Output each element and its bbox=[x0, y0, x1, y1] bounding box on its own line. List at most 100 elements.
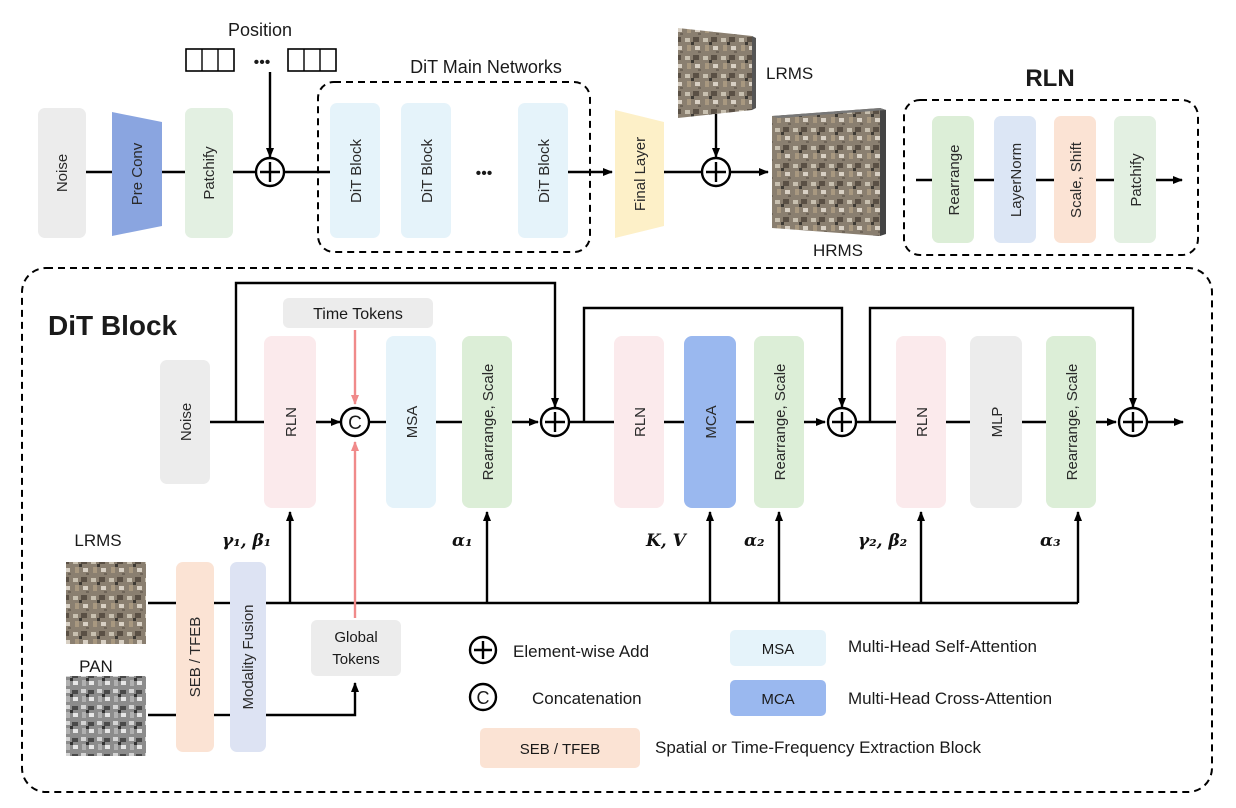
svg-text:Scale, Shift: Scale, Shift bbox=[1068, 141, 1085, 218]
rearrange-scale-box-1: Rearrange, Scale bbox=[462, 336, 512, 508]
condition-bus bbox=[148, 511, 1082, 717]
svg-text:DiT Block: DiT Block bbox=[348, 139, 365, 203]
svg-text:Time Tokens: Time Tokens bbox=[313, 306, 403, 323]
position-embedding-tokens-right bbox=[287, 48, 337, 72]
svg-text:MLP: MLP bbox=[989, 407, 1006, 438]
pre-conv-box: Pre Conv bbox=[112, 112, 162, 236]
rln-box-3: RLN bbox=[896, 336, 946, 508]
svg-text:Rearrange, Scale: Rearrange, Scale bbox=[772, 364, 789, 481]
svg-text:Patchify: Patchify bbox=[1128, 153, 1145, 207]
top-patchify-box: Patchify bbox=[185, 108, 233, 238]
position-embedding-tokens-left bbox=[185, 48, 235, 72]
add-icon-2 bbox=[826, 406, 858, 438]
legend-msa-box: MSA bbox=[730, 630, 826, 666]
legend-mca-box: MCA bbox=[730, 680, 826, 716]
top-lrms-label: LRMS bbox=[766, 64, 813, 83]
alpha3-label: α₃ bbox=[1040, 531, 1061, 551]
residual-path-2 bbox=[582, 306, 846, 422]
svg-text:Modality Fusion: Modality Fusion bbox=[240, 604, 257, 709]
svg-text:MCA: MCA bbox=[703, 405, 720, 438]
residual-path-3 bbox=[868, 306, 1137, 422]
svg-text:Rearrange, Scale: Rearrange, Scale bbox=[1064, 364, 1081, 481]
modality-fusion-box: Modality Fusion bbox=[230, 562, 266, 752]
svg-text:DiT Block: DiT Block bbox=[536, 139, 553, 203]
svg-text:LayerNorm: LayerNorm bbox=[1008, 143, 1025, 217]
rearrange-scale-box-2: Rearrange, Scale bbox=[754, 336, 804, 508]
dit-noise-box: Noise bbox=[160, 360, 210, 484]
svg-text:Tokens: Tokens bbox=[332, 651, 380, 668]
svg-text:Noise: Noise bbox=[178, 403, 195, 441]
rln-layernorm-box: LayerNorm bbox=[994, 116, 1036, 243]
rln-scale-shift-box: Scale, Shift bbox=[1054, 116, 1096, 243]
position-label: Position bbox=[228, 20, 292, 40]
rln-panel bbox=[903, 99, 1199, 256]
alpha2-label: α₂ bbox=[744, 531, 765, 551]
legend-msa-text: Multi-Head Self-Attention bbox=[848, 637, 1037, 656]
kv-label: K, V bbox=[645, 531, 688, 551]
dit-block-panel bbox=[21, 267, 1213, 793]
svg-text:Noise: Noise bbox=[54, 154, 71, 192]
legend-add-icon bbox=[468, 635, 498, 665]
mlp-box: MLP bbox=[970, 336, 1022, 508]
dit-block-box-2: DiT Block bbox=[401, 103, 451, 238]
svg-text:SEB / TFEB: SEB / TFEB bbox=[520, 741, 601, 758]
rearrange-scale-box-3: Rearrange, Scale bbox=[1046, 336, 1096, 508]
hrms-label: HRMS bbox=[813, 241, 863, 260]
svg-text:Final Layer: Final Layer bbox=[632, 137, 649, 211]
svg-text:MSA: MSA bbox=[404, 406, 421, 439]
seb-tfeb-box: SEB / TFEB bbox=[176, 562, 214, 752]
svg-text:MCA: MCA bbox=[761, 691, 794, 708]
legend-concat-text: Concatenation bbox=[532, 689, 642, 708]
top-lrms-image bbox=[678, 28, 756, 118]
pan-image bbox=[66, 676, 146, 756]
legend-concat-icon: C bbox=[468, 682, 498, 712]
legend-seb-text: Spatial or Time-Frequency Extraction Blo… bbox=[655, 738, 981, 757]
svg-text:RLN: RLN bbox=[283, 407, 300, 437]
svg-text:RLN: RLN bbox=[914, 407, 931, 437]
dit-blocks-ellipsis: ••• bbox=[476, 165, 493, 182]
dit-main-networks-group bbox=[317, 81, 591, 253]
legend-seb-box: SEB / TFEB bbox=[480, 728, 640, 768]
dit-block-box-1: DiT Block bbox=[330, 103, 380, 238]
dit-block-panel-title: DiT Block bbox=[48, 310, 178, 341]
svg-text:Pre Conv: Pre Conv bbox=[129, 142, 146, 205]
hrms-image bbox=[772, 108, 886, 236]
top-add-icon bbox=[254, 156, 286, 188]
rln-panel-title: RLN bbox=[1025, 65, 1074, 92]
rln-patchify-box: Patchify bbox=[1114, 116, 1156, 243]
rln-box-1: RLN bbox=[264, 336, 316, 508]
global-tokens-box: Global Tokens bbox=[311, 620, 401, 676]
final-layer-box: Final Layer bbox=[615, 110, 664, 238]
svg-text:C: C bbox=[477, 688, 490, 708]
alpha1-label: α₁ bbox=[452, 531, 473, 551]
mca-box: MCA bbox=[684, 336, 736, 508]
svg-text:C: C bbox=[348, 413, 362, 434]
residual-path-1 bbox=[234, 281, 559, 422]
time-tokens-box: Time Tokens bbox=[283, 298, 433, 328]
add-icon-1 bbox=[539, 406, 571, 438]
position-ellipsis: ••• bbox=[254, 54, 271, 71]
svg-text:Patchify: Patchify bbox=[201, 146, 218, 200]
rln-box-2: RLN bbox=[614, 336, 664, 508]
dit-lrms-image bbox=[66, 562, 146, 644]
legend-mca-text: Multi-Head Cross-Attention bbox=[848, 689, 1052, 708]
svg-text:SEB / TFEB: SEB / TFEB bbox=[187, 617, 204, 698]
concat-icon: C bbox=[339, 406, 371, 438]
dit-lrms-label: LRMS bbox=[74, 531, 121, 550]
svg-text:RLN: RLN bbox=[632, 407, 649, 437]
svg-text:DiT Block: DiT Block bbox=[419, 139, 436, 203]
gamma1-beta1-label: γ₁, β₁ bbox=[222, 531, 271, 551]
rln-rearrange-box: Rearrange bbox=[932, 116, 974, 243]
dit-block-box-3: DiT Block bbox=[518, 103, 568, 238]
svg-text:Global: Global bbox=[334, 629, 377, 646]
msa-box: MSA bbox=[386, 336, 436, 508]
output-add-icon bbox=[700, 156, 732, 188]
svg-text:Rearrange: Rearrange bbox=[946, 145, 963, 216]
pan-label: PAN bbox=[79, 657, 113, 676]
legend-add-text: Element-wise Add bbox=[513, 642, 649, 661]
svg-text:Rearrange, Scale: Rearrange, Scale bbox=[480, 364, 497, 481]
gamma2-beta2-label: γ₂, β₂ bbox=[858, 531, 907, 551]
dit-main-networks-title: DiT Main Networks bbox=[410, 57, 562, 77]
